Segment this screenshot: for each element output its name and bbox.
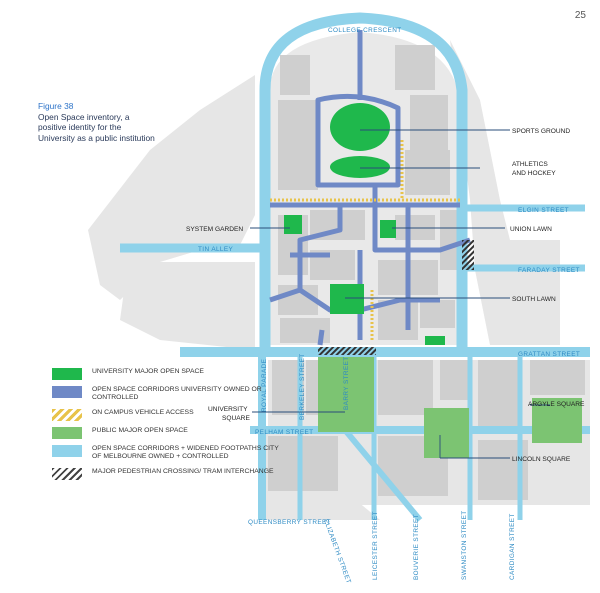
legend-item: Open space corridors + widened footpaths… xyxy=(52,444,282,462)
label-university-square-1: UNIVERSITY xyxy=(208,406,248,413)
union-lawn-area xyxy=(380,220,396,238)
label-system-garden: SYSTEM GARDEN xyxy=(186,226,243,233)
label-union-lawn: UNION LAWN xyxy=(510,226,552,233)
university-square-plaza xyxy=(318,357,374,432)
legend-swatch-pedestrian-crossing xyxy=(52,467,82,480)
callout-lines xyxy=(250,129,550,459)
legend-label: Open space corridors + widened footpaths… xyxy=(92,444,279,461)
label-argyle-square: ARGYLE SQUARE xyxy=(528,401,585,408)
sports-ground-field xyxy=(330,103,390,151)
athletics-field xyxy=(330,156,390,178)
page-number: 25 xyxy=(574,10,586,21)
legend-item: Major pedestrian crossing/ tram intercha… xyxy=(52,467,282,480)
legend-item: On campus vehicle access xyxy=(52,408,282,421)
street-swanston: SWANSTON STREET xyxy=(461,510,468,580)
pedestrian-crossings xyxy=(318,240,474,355)
street-tin-alley: TIN ALLEY xyxy=(198,246,234,253)
university-open-space xyxy=(284,103,445,345)
street-grattan: GRATTAN STREET xyxy=(518,351,580,358)
street-elgin: ELGIN STREET xyxy=(518,207,569,214)
street-cardigan: CARDIGAN STREET xyxy=(509,513,516,580)
system-garden-area xyxy=(284,215,302,234)
argyle-square-park xyxy=(532,398,582,443)
label-south-lawn: SOUTH LAWN xyxy=(512,296,556,303)
legend-label: Major pedestrian crossing/ tram intercha… xyxy=(92,467,274,475)
legend-item: Open space corridors university owned or… xyxy=(52,386,282,403)
city-corridors xyxy=(120,12,590,522)
legend-label: Open space corridors university owned or… xyxy=(92,386,262,402)
legend-swatch-public-open-space xyxy=(52,426,82,439)
figure-number: Figure 38 xyxy=(38,101,74,111)
lincoln-square-park xyxy=(424,408,469,458)
street-royal-parade: ROYAL PARADE xyxy=(261,359,268,412)
campus-buildings xyxy=(278,45,458,343)
street-barry: BARRY STREET xyxy=(343,356,350,410)
legend-swatch-vehicle-access xyxy=(52,408,82,421)
legend-swatch-university-corridors xyxy=(52,386,82,398)
legend-label: Public major open space xyxy=(92,426,188,434)
label-athletics-1: ATHLETICS xyxy=(512,161,548,168)
street-berkeley: BERKELEY STREET xyxy=(299,353,306,420)
legend-swatch-city-corridors xyxy=(52,444,82,457)
figure-description: Open Space inventory, a positive identit… xyxy=(38,111,155,143)
label-lincoln-square: LINCOLN SQUARE xyxy=(512,456,571,463)
street-college-crescent: COLLEGE CRESCENT xyxy=(328,27,402,34)
small-green xyxy=(425,336,445,345)
public-open-space xyxy=(318,357,582,458)
label-athletics-2: AND HOCKEY xyxy=(512,170,556,177)
street-leicester: LEICESTER STREET xyxy=(372,511,379,580)
street-pelham: PELHAM STREET xyxy=(255,429,313,436)
figure-caption: Figure 38 Open Space inventory, a positi… xyxy=(38,101,156,143)
label-university-square-2: SQUARE xyxy=(222,415,250,422)
street-bouverie: BOUVERIE STREET xyxy=(413,514,420,580)
legend-swatch-university-open-space xyxy=(52,368,82,380)
street-elizabeth: ELIZABETH STREET xyxy=(322,518,352,584)
map-legend: University major open space Open space c… xyxy=(52,368,282,486)
legend-label: On campus vehicle access xyxy=(92,408,194,416)
south-lawn-area xyxy=(330,284,364,314)
label-sports-ground: SPORTS GROUND xyxy=(512,128,570,135)
street-queensberry: QUEENSBERRY STREET xyxy=(248,519,331,526)
legend-label: University major open space xyxy=(92,368,204,375)
legend-item: Public major open space xyxy=(52,426,282,439)
legend-item: University major open space xyxy=(52,368,282,380)
street-faraday: FARADAY STREET xyxy=(518,267,580,274)
